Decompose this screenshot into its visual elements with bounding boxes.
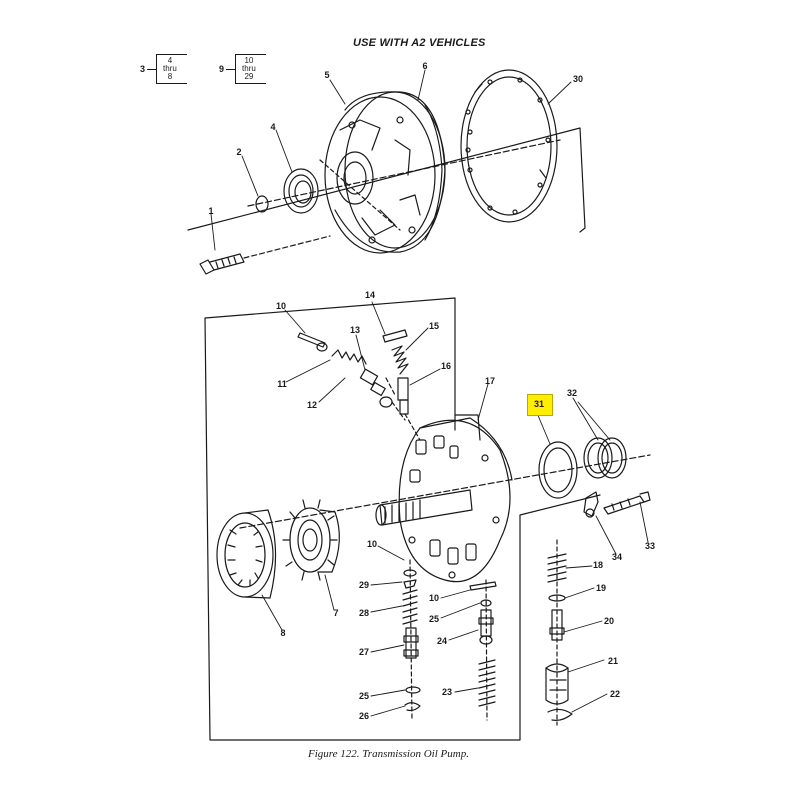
callout-18: 18 [592,560,604,570]
callout-19: 19 [595,583,607,593]
range-from: 4 [167,56,173,65]
callout-33: 33 [644,541,656,551]
bolt-1 [199,235,331,275]
callout-11: 11 [277,379,287,389]
gasket-30 [460,69,558,223]
reference-number: 3 [140,64,146,74]
lower-centerline [239,454,651,529]
pin-14 [382,329,408,343]
spring-12 [331,349,367,365]
callout-27: 27 [358,647,370,657]
pump-body-17 [375,414,513,583]
callout-29: 29 [358,580,370,590]
reference-leader [147,68,157,70]
callout-8: 8 [280,628,286,638]
upper-centerline [247,139,561,207]
ring-31 [538,441,578,499]
reference-range: 10 thru 29 [235,54,266,84]
callout-1: 1 [208,206,214,216]
valve-13 [359,368,406,421]
reference-box-3: 3 4 thru 8 [140,54,187,84]
range-from: 10 [244,56,254,65]
reference-range: 4 thru 8 [156,54,187,84]
diagram-header: USE WITH A2 VEHICLES [353,37,486,49]
callout-6: 6 [422,61,428,71]
valve-stack-middle [469,579,497,721]
range-to: 8 [167,72,173,81]
range-thru: thru [163,64,177,73]
callout-13: 13 [349,325,361,335]
callout-15: 15 [428,321,440,331]
reference-number: 9 [219,64,225,74]
valve-stack-left [402,559,421,721]
pin-10 [297,332,326,348]
range-thru: thru [242,64,256,73]
ring-2 [255,195,269,213]
callout-28: 28 [358,608,370,618]
callout-4: 4 [270,122,276,132]
rings-32 [583,437,627,479]
spring-15 [391,345,409,375]
callout-5: 5 [324,70,330,80]
callout-10-middle: 10 [428,593,440,603]
callout-25-middle: 25 [428,614,440,624]
range-to: 29 [244,72,254,81]
upper-frame [187,127,586,233]
callout-23: 23 [441,687,453,697]
callout-17: 17 [484,376,496,386]
callout-31: 31 [533,399,545,409]
figure-caption: Figure 122. Transmission Oil Pump. [308,748,469,760]
callout-2: 2 [236,147,242,157]
lower-frame [204,297,601,741]
callout-34: 34 [611,552,623,562]
reference-leader [226,68,236,70]
valve-16 [397,377,421,441]
callout-32: 32 [566,388,578,398]
pump-housing-5-6 [324,91,446,254]
callout-22: 22 [609,689,621,699]
leader-lines [210,69,649,717]
callout-21: 21 [607,656,619,666]
bolt-33 [603,491,651,515]
gear-7 [282,499,340,581]
callout-26: 26 [358,711,370,721]
callout-16: 16 [440,361,452,371]
valve-stack-right [545,539,573,726]
callout-10-left: 10 [366,539,378,549]
callout-24: 24 [436,636,448,646]
callout-30: 30 [572,74,584,84]
seal-4 [283,168,319,214]
callout-12: 12 [306,400,318,410]
callout-14: 14 [364,290,376,300]
callout-25-left: 25 [358,691,370,701]
reference-box-9: 9 10 thru 29 [219,54,266,84]
highlighted-callout-box [527,394,553,416]
bracket-34 [583,491,599,518]
ring-gear-8 [216,509,277,599]
callout-20: 20 [603,616,615,626]
callout-7: 7 [333,608,339,618]
callout-10-upper: 10 [275,301,287,311]
